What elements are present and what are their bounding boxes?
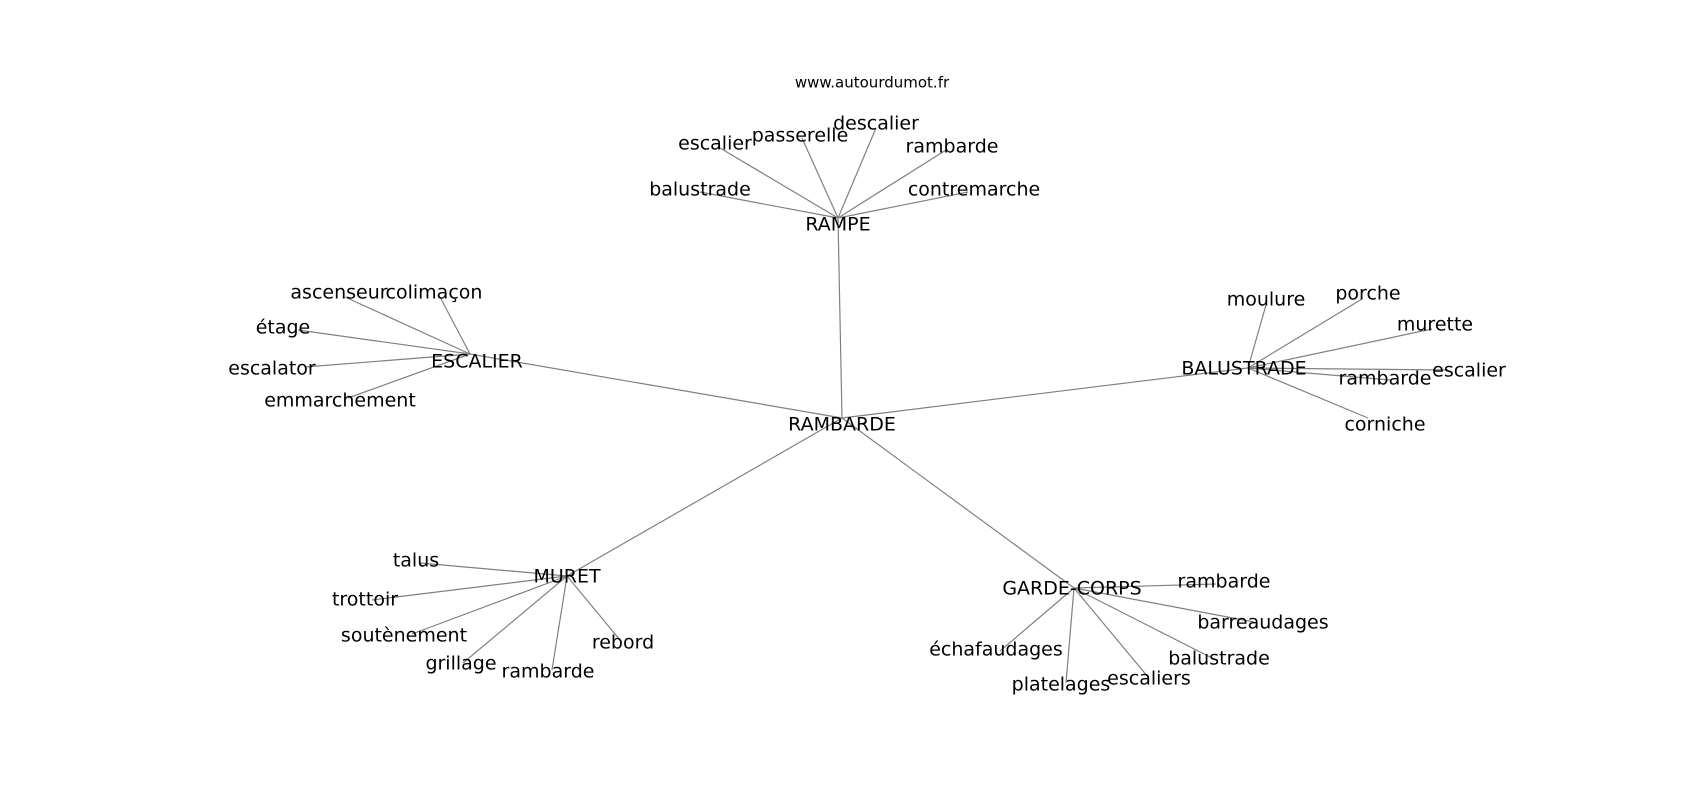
edge-hub-3-leaf-1 <box>371 575 568 601</box>
leaf-garde-corps-5: platelages <box>1012 674 1111 696</box>
edge-center-to-hub-3 <box>566 417 843 577</box>
edge-hub-3-leaf-3 <box>462 575 568 664</box>
leaf-rampe-1: balustrade <box>649 179 751 201</box>
leaf-muret-6: rebord <box>592 632 654 654</box>
edge-hub-3-leaf-5 <box>566 575 621 641</box>
edge-hub-1-leaf-4 <box>347 353 471 399</box>
node-balustrade: BALUSTRADE <box>1181 358 1306 380</box>
edge-hub-2-leaf-2 <box>1247 328 1433 369</box>
edge-hub-2-leaf-5 <box>1247 367 1369 419</box>
leaf-garde-corps-6: échafaudages <box>929 639 1063 661</box>
watermark-text: www.autourdumot.fr <box>795 74 950 92</box>
edge-hub-4-leaf-5 <box>999 587 1075 652</box>
edge-hub-0-leaf-0 <box>699 191 839 219</box>
edge-center-to-hub-2 <box>841 367 1249 419</box>
edge-hub-1-leaf-0 <box>344 296 471 355</box>
node-rampe: RAMPE <box>805 214 870 236</box>
edge-hub-4-leaf-1 <box>1073 587 1255 623</box>
leaf-balustrade-1: moulure <box>1227 289 1306 311</box>
edge-center-to-hub-1 <box>469 353 843 419</box>
leaf-garde-corps-4: escaliers <box>1107 668 1191 690</box>
leaf-escalier-1: ascenseur <box>290 282 387 304</box>
edge-hub-2-leaf-1 <box>1247 298 1363 369</box>
leaf-rampe-2: escalier <box>678 133 752 155</box>
edge-hub-4-leaf-3 <box>1073 587 1149 678</box>
leaf-garde-corps-1: rambarde <box>1178 571 1271 593</box>
edge-hub-1-leaf-3 <box>304 353 471 368</box>
leaf-rampe-5: rambarde <box>906 136 999 158</box>
edge-hub-2-leaf-3 <box>1247 367 1449 371</box>
edge-hub-0-leaf-2 <box>801 137 839 219</box>
leaf-muret-3: soutènement <box>341 625 467 647</box>
edge-hub-0-leaf-5 <box>837 191 969 219</box>
leaf-escalier-3: étage <box>256 317 311 339</box>
leaf-balustrade-3: murette <box>1397 314 1473 336</box>
edge-hub-4-leaf-4 <box>1065 587 1075 684</box>
edge-hub-3-leaf-2 <box>411 575 568 635</box>
edge-hub-4-leaf-2 <box>1073 587 1213 659</box>
edge-hub-0-leaf-3 <box>837 127 877 219</box>
edge-hub-0-leaf-4 <box>837 149 947 219</box>
leaf-muret-2: trottoir <box>332 589 398 611</box>
leaf-escalier-2: colimaçon <box>386 282 483 304</box>
leaf-garde-corps-3: balustrade <box>1168 648 1270 670</box>
leaf-balustrade-2: porche <box>1335 283 1400 305</box>
leaf-escalier-4: escalator <box>228 358 316 380</box>
edge-hub-2-leaf-0 <box>1247 304 1267 369</box>
edge-hub-4-leaf-0 <box>1073 583 1217 589</box>
leaf-balustrade-5: rambarde <box>1339 368 1432 390</box>
leaf-muret-4: grillage <box>425 653 496 675</box>
leaf-rampe-4: descalier <box>833 113 919 135</box>
leaf-balustrade-4: escalier <box>1432 360 1506 382</box>
edge-center-to-hub-4 <box>841 417 1075 589</box>
edge-hub-2-leaf-4 <box>1247 367 1391 381</box>
edge-center-to-hub-0 <box>837 217 843 419</box>
edge-hub-1-leaf-2 <box>297 329 471 355</box>
leaf-muret-5: rambarde <box>502 661 595 683</box>
leaf-muret-1: talus <box>393 550 439 572</box>
node-garde-corps: GARDE-CORPS <box>1002 578 1141 600</box>
edge-hub-0-leaf-1 <box>719 147 839 219</box>
center-node: RAMBARDE <box>788 414 896 436</box>
graph-labels: www.autourdumot.fr RAMBARDE RAMPE balust… <box>228 74 1506 696</box>
edge-hub-1-leaf-1 <box>439 296 471 355</box>
leaf-escalier-5: emmarchement <box>264 390 416 412</box>
leaf-garde-corps-2: barreaudages <box>1197 612 1328 634</box>
edge-hub-3-leaf-0 <box>419 562 568 577</box>
edge-hub-3-leaf-4 <box>551 575 568 671</box>
node-muret: MURET <box>533 566 601 588</box>
graph-edges <box>297 127 1449 684</box>
node-escalier: ESCALIER <box>431 351 523 373</box>
leaf-rampe-3: passerelle <box>752 125 849 147</box>
leaf-rampe-6: contremarche <box>908 179 1040 201</box>
leaf-balustrade-6: corniche <box>1344 414 1425 436</box>
